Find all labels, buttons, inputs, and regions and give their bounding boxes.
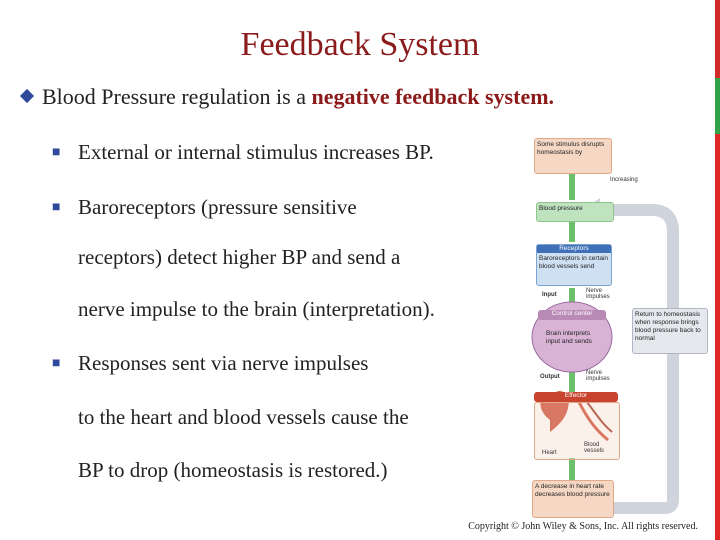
arrow-effector <box>569 458 575 480</box>
effector-box <box>534 402 620 460</box>
blood-pressure-text: Blood pressure <box>539 205 583 212</box>
square-bullet-icon: ■ <box>52 145 61 160</box>
feedback-loop-diagram: Some stimulus disrupts homeostasis by In… <box>528 120 708 520</box>
receptors-text: Baroreceptors in certain blood vessels s… <box>539 255 609 270</box>
return-homeostasis-text: Return to homeostasis when response brin… <box>635 311 701 342</box>
point-3-line-3: BP to drop (homeostasis is restored.) <box>78 458 388 482</box>
arrow-output <box>569 370 575 392</box>
control-center-header: Control center <box>538 310 606 320</box>
main-bullet: Blood Pressure regulation is a negative … <box>19 84 555 110</box>
return-homeostasis-box: Return to homeostasis when response brin… <box>632 308 708 354</box>
decrease-text: A decrease in heart rate decreases blood… <box>535 483 610 498</box>
decrease-box: A decrease in heart rate decreases blood… <box>532 480 614 518</box>
increasing-label: Increasing <box>610 177 638 183</box>
point-3-line-1: Responses sent via nerve impulses <box>78 351 369 375</box>
side-color-bar <box>715 0 720 540</box>
return-loop-upper <box>606 204 679 450</box>
point-1-text: External or internal stimulus increases … <box>78 140 434 164</box>
arrow-stimulus <box>569 170 575 200</box>
heart-label: Heart <box>542 450 557 456</box>
point-2-line-3: nerve impulse to the brain (interpretati… <box>78 297 435 321</box>
arrow-input <box>569 288 575 310</box>
return-loop-lower <box>598 450 679 514</box>
main-bullet-text: Blood Pressure regulation is a <box>42 84 312 109</box>
side-bar-green <box>715 78 720 134</box>
stimulus-box: Some stimulus disrupts homeostasis by <box>534 138 612 174</box>
diamond-bullet-icon <box>19 88 35 104</box>
main-bullet-emphasis: negative feedback system. <box>311 84 555 109</box>
blood-vessels-label: Blood vessels <box>584 442 605 454</box>
input-label: Input <box>542 292 557 298</box>
receptors-header: Receptors <box>537 245 611 253</box>
point-2-line-2: receptors) detect higher BP and send a <box>78 245 401 269</box>
blood-vessel-shape <box>576 399 609 442</box>
receptors-box: Receptors Baroreceptors in certain blood… <box>536 244 612 286</box>
blood-pressure-box: Blood pressure <box>536 202 614 222</box>
nerve-impulses-label-2: Nerve impulses <box>586 370 610 382</box>
copyright-notice: Copyright © John Wiley & Sons, Inc. All … <box>468 521 698 532</box>
slide-title: Feedback System <box>240 26 480 63</box>
stimulus-text: Some stimulus disrupts homeostasis by <box>537 141 605 156</box>
arrow-bp <box>569 220 575 242</box>
point-2-line-1: Baroreceptors (pressure sensitive <box>78 195 357 219</box>
side-bar-red <box>715 0 720 78</box>
output-label: Output <box>540 374 560 380</box>
side-bar-red-lower <box>715 134 720 540</box>
brain-text: Brain interprets input and sends <box>546 330 592 345</box>
square-bullet-icon: ■ <box>52 356 61 371</box>
nerve-impulses-label-1: Nerve impulses <box>586 288 610 300</box>
square-bullet-icon: ■ <box>52 200 61 215</box>
effector-header: Effector <box>534 392 618 402</box>
point-3-line-2: to the heart and blood vessels cause the <box>78 405 409 429</box>
